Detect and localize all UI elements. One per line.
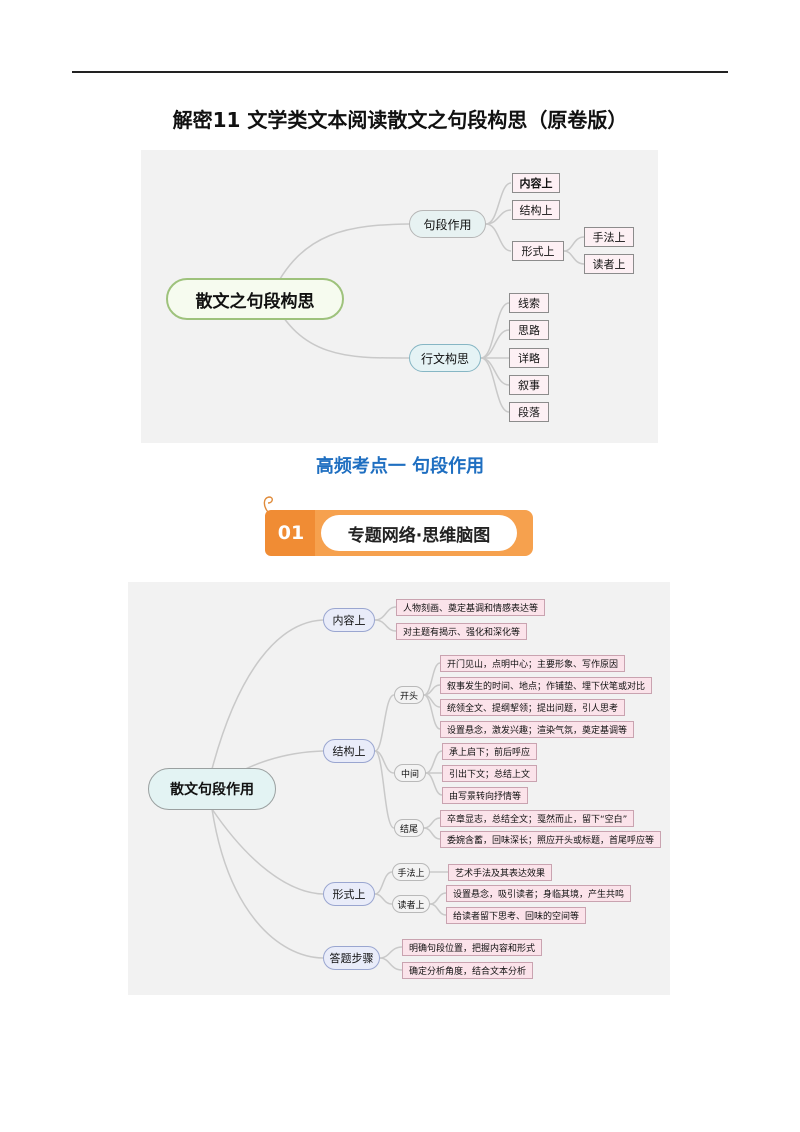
reader-item-2: 给读者留下思考、回味的空间等 — [446, 907, 587, 924]
ending-item-1: 卒章显志，总结全文；戛然而止，留下“空白” — [440, 810, 635, 827]
leaf-train-of-thought: 思路 — [509, 320, 549, 340]
opening-item-1: 开门见山，点明中心；主要形象、写作原因 — [440, 655, 626, 672]
steps-item-1: 明确句段位置，把握内容和形式 — [402, 939, 543, 956]
node-ending: 结尾 — [394, 819, 424, 837]
ribbon-knot-icon — [263, 496, 273, 513]
branch-sentence-function: 句段作用 — [409, 210, 486, 238]
node-reader: 读者上 — [392, 895, 430, 913]
opening-item-4: 设置悬念，激发兴趣；渲染气氛，奠定基调等 — [440, 721, 635, 738]
content-item-2: 对主题有揭示、强化和深化等 — [396, 623, 528, 640]
leaf-clue: 线索 — [509, 293, 549, 313]
content-item-1: 人物刻画、奠定基调和情感表达等 — [396, 599, 546, 616]
leaf-form: 形式上 — [512, 241, 564, 261]
node-middle: 中间 — [394, 764, 426, 782]
mindmap-2-connectors — [211, 606, 448, 971]
leaf-content: 内容上 — [512, 173, 560, 193]
middle-item-1: 承上启下；前后呼应 — [442, 743, 538, 760]
root-node: 散文之句段构思 — [166, 278, 344, 320]
branch-writing-conception: 行文构思 — [409, 344, 481, 372]
document-title: 解密11 文学类文本阅读散文之句段构思（原卷版） — [172, 108, 628, 132]
node-opening: 开头 — [394, 686, 424, 704]
technique-item-1: 艺术手法及其表达效果 — [448, 864, 553, 881]
opening-item-2: 叙事发生的时间、地点；作铺垫、埋下伏笔或对比 — [440, 677, 653, 694]
leaf-paragraph: 段落 — [509, 402, 549, 422]
top-rule — [72, 71, 728, 73]
mindmap-1: 散文之句段构思 句段作用 行文构思 内容上 结构上 形式上 手法上 读者上 线索… — [141, 150, 658, 443]
node-form: 形式上 — [323, 882, 375, 906]
leaf-structure: 结构上 — [512, 200, 560, 220]
root-node-2: 散文句段作用 — [148, 768, 276, 810]
middle-item-2: 引出下文；总结上文 — [442, 765, 538, 782]
middle-item-3: 由写景转向抒情等 — [442, 787, 529, 804]
steps-item-2: 确定分析角度，结合文本分析 — [402, 962, 534, 979]
section-heading: 高频考点一 句段作用 — [315, 456, 485, 477]
leaf-reader: 读者上 — [584, 254, 634, 274]
reader-item-1: 设置悬念，吸引读者；身临其境，产生共鸣 — [446, 885, 632, 902]
topic-banner: 01 专题网络·思维脑图 — [265, 510, 533, 556]
banner-label: 专题网络·思维脑图 — [321, 515, 517, 551]
ending-item-2: 委婉含蓄，回味深长；照应开头或标题，首尾呼应等 — [440, 831, 662, 848]
banner-body: 专题网络·思维脑图 — [315, 510, 533, 556]
node-answer-steps: 答题步骤 — [323, 946, 380, 970]
opening-item-3: 统领全文、提纲挈领；提出问题，引人思考 — [440, 699, 626, 716]
node-content: 内容上 — [323, 608, 375, 632]
node-structure: 结构上 — [323, 739, 375, 763]
node-technique: 手法上 — [392, 863, 430, 881]
leaf-technique: 手法上 — [584, 227, 634, 247]
leaf-detail: 详略 — [509, 348, 549, 368]
mindmap-2: 散文句段作用 内容上 人物刻画、奠定基调和情感表达等 对主题有揭示、强化和深化等… — [128, 582, 670, 995]
leaf-narration: 叙事 — [509, 375, 549, 395]
banner-number: 01 — [265, 510, 317, 556]
